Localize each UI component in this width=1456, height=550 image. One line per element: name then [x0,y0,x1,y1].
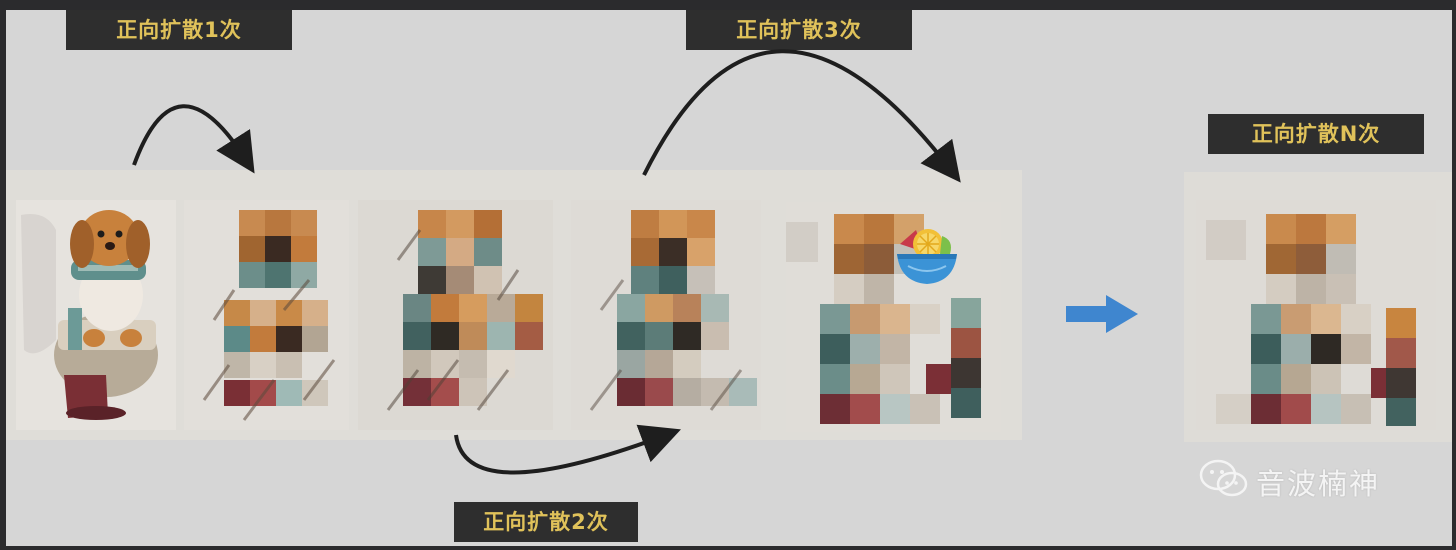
watermark: 音波楠神 [1198,458,1381,507]
curve-arrow-step-2 [454,424,681,475]
label-step-3: 正向扩散3次 [686,10,912,50]
diffusion-step-2-image [358,200,553,430]
label-step-2: 正向扩散2次 [454,502,638,542]
wechat-icon [1198,458,1250,507]
diffusion-step-4-image [786,202,1001,432]
diagram-canvas: 正向扩散1次 正向扩散3次 正向扩散N次 正向扩散2次 音波楠神 [6,10,1452,546]
label-step-1: 正向扩散1次 [66,10,292,50]
curve-arrow-step-3 [642,49,961,183]
arrows-layer [132,49,1138,475]
diffusion-step-n-image [1196,200,1436,430]
curve-arrow-step-1 [132,104,255,174]
diffusion-step-3-image [571,200,761,430]
blue-right-arrow [1066,295,1138,333]
diffusion-step-1-image [184,200,349,430]
fruit-bowl-icon [894,222,960,292]
label-step-n: 正向扩散N次 [1208,114,1424,154]
watermark-text: 音波楠神 [1256,467,1381,501]
original-dog-image [16,200,176,430]
